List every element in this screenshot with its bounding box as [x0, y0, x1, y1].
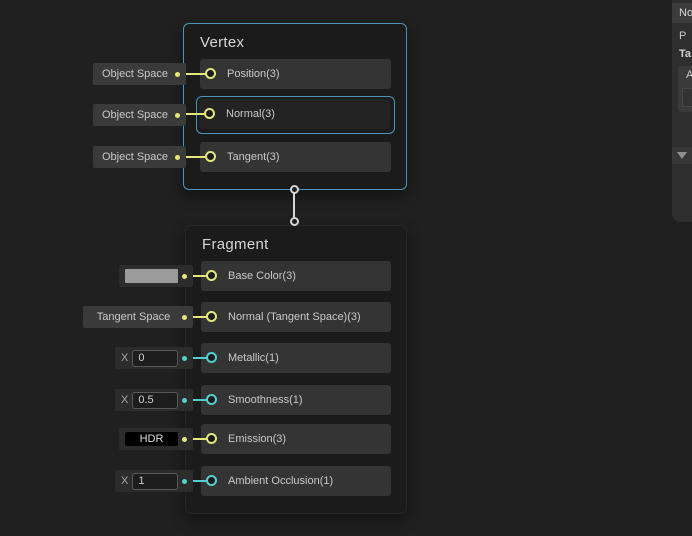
vec3-connector-dot-icon [182, 314, 187, 320]
port-label: Base Color(3) [228, 270, 296, 282]
vec3-connector-dot-icon [175, 154, 180, 160]
wire-stub [183, 316, 209, 318]
inspector-precision-label: P [679, 30, 687, 42]
x-axis-label: X [121, 352, 129, 364]
port-label: Normal (Tangent Space)(3) [228, 311, 361, 323]
vec3-port-icon[interactable] [205, 68, 216, 79]
vec3-port-icon[interactable] [204, 108, 215, 119]
wire-stub [183, 275, 209, 277]
port-row-tangent[interactable]: Tangent(3) [182, 142, 391, 172]
port-row-emission[interactable]: Emission(3) [183, 424, 391, 454]
vec1-connector-dot-icon [182, 355, 187, 361]
space-dropdown-label: Object Space [101, 68, 169, 80]
wire-stub [182, 156, 208, 158]
wire-stub [183, 399, 209, 401]
vec3-connector-dot-icon [182, 436, 187, 442]
edge-endpoint-icon [290, 217, 299, 226]
port-row-normal-tangent-space[interactable]: Normal (Tangent Space)(3) [183, 302, 391, 332]
smoothness-value-widget: X 0.5 [115, 389, 193, 411]
metallic-value-widget: X 0 [115, 347, 193, 369]
port-row-ambient-occlusion[interactable]: Ambient Occlusion(1) [183, 466, 391, 496]
active-target-item: A [686, 69, 692, 81]
foldout-row[interactable] [672, 147, 692, 164]
space-dropdown-label: Object Space [101, 151, 169, 163]
color-swatch[interactable] [125, 269, 178, 283]
fragment-block-node[interactable]: Fragment Base Color(3) Normal (Tangent S… [183, 225, 407, 514]
target-sub-box [682, 88, 692, 107]
wire-stub [183, 357, 209, 359]
ambient-occlusion-value-field[interactable]: 1 [132, 472, 178, 490]
port-row-position[interactable]: Position(3) [182, 59, 391, 89]
inspector-tab[interactable]: No [672, 3, 692, 23]
vec1-connector-dot-icon [182, 397, 187, 403]
x-axis-label: X [121, 475, 129, 487]
selected-port-ring: Normal(3) [181, 96, 395, 134]
vec3-connector-dot-icon [175, 71, 180, 77]
port-label: Metallic(1) [228, 352, 279, 364]
wire-stub [183, 480, 209, 482]
port-row-smoothness[interactable]: Smoothness(1) [183, 385, 391, 415]
vec1-port-icon[interactable] [206, 352, 217, 363]
active-targets-list[interactable]: A [678, 66, 692, 112]
port-label: Tangent(3) [227, 151, 280, 163]
vec1-port-icon[interactable] [206, 475, 217, 486]
port-label: Position(3) [227, 68, 280, 80]
edge-endpoint-icon [290, 185, 299, 194]
base-color-widget [119, 265, 193, 287]
vertex-block-node[interactable]: Vertex Position(3) Normal(3) Tangent(3) [181, 23, 407, 190]
vertex-fragment-edge[interactable] [293, 190, 295, 221]
vec1-connector-dot-icon [182, 478, 187, 484]
vertex-node-title: Vertex [200, 34, 245, 51]
wire-stub [181, 113, 207, 115]
port-label: Smoothness(1) [228, 394, 303, 406]
vec3-port-icon[interactable] [206, 433, 217, 444]
vec3-port-icon[interactable] [205, 151, 216, 162]
wire-stub [183, 438, 209, 440]
metallic-value-field[interactable]: 0 [132, 349, 178, 367]
space-dropdown-tangent[interactable]: Object Space [93, 146, 186, 168]
port-label: Normal(3) [226, 108, 275, 120]
port-label: Ambient Occlusion(1) [228, 475, 334, 487]
vec3-port-icon[interactable] [206, 270, 217, 281]
port-row-base-color[interactable]: Base Color(3) [183, 261, 391, 291]
space-dropdown-label: Object Space [101, 109, 169, 121]
graph-inspector-panel: No P Ta A [672, 0, 692, 222]
space-dropdown-normal[interactable]: Object Space [93, 104, 186, 126]
emission-widget: HDR [119, 428, 193, 450]
port-row-normal[interactable]: Normal(3) [181, 99, 390, 129]
wire-stub [182, 73, 208, 75]
hdr-color-button[interactable]: HDR [125, 432, 178, 446]
port-row-metallic[interactable]: Metallic(1) [183, 343, 391, 373]
chevron-down-icon [677, 152, 687, 159]
fragment-node-title: Fragment [202, 236, 269, 253]
vec1-port-icon[interactable] [206, 394, 217, 405]
inspector-target-settings-label: Ta [679, 48, 692, 60]
ambient-occlusion-value-widget: X 1 [115, 470, 193, 492]
smoothness-value-field[interactable]: 0.5 [132, 391, 178, 409]
vec3-connector-dot-icon [175, 112, 180, 118]
x-axis-label: X [121, 394, 129, 406]
space-dropdown-position[interactable]: Object Space [93, 63, 186, 85]
vec3-connector-dot-icon [182, 273, 187, 279]
space-dropdown-normal-ts[interactable]: Tangent Space [83, 306, 193, 328]
port-label: Emission(3) [228, 433, 287, 445]
space-dropdown-label: Tangent Space [96, 311, 171, 323]
vec3-port-icon[interactable] [206, 311, 217, 322]
